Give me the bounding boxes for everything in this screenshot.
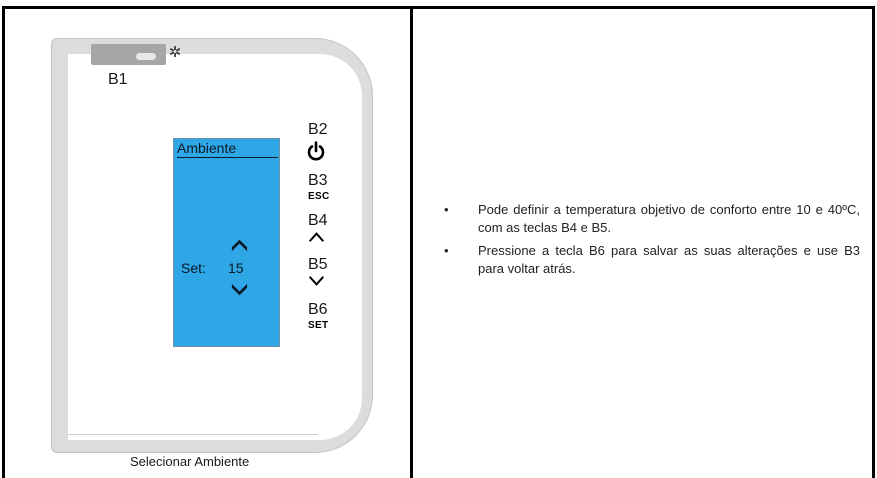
label-b1: B1	[108, 71, 128, 88]
esc-button[interactable]: ESC	[308, 191, 330, 202]
b1-indicator	[136, 53, 156, 60]
screen-title: Ambiente	[177, 140, 237, 156]
label-b3: B3	[308, 172, 328, 189]
set-label: Set:	[181, 260, 206, 276]
sun-icon: ✲	[168, 44, 182, 61]
right-border	[872, 6, 875, 478]
chevron-down-icon	[231, 283, 248, 296]
instruction-item: • Pode definir a temperatura objetivo de …	[440, 201, 860, 237]
bullet-icon: •	[444, 202, 449, 217]
thermostat-bottom-edge	[68, 434, 318, 435]
instruction-text: Pode definir a temperatura objetivo de c…	[478, 202, 860, 235]
instruction-list: • Pode definir a temperatura objetivo de …	[440, 201, 860, 283]
instruction-item: • Pressione a tecla B6 para salvar as sua…	[440, 242, 860, 278]
label-b2: B2	[308, 121, 328, 138]
set-button[interactable]: SET	[308, 320, 329, 331]
chevron-up-icon[interactable]	[308, 231, 325, 243]
figure-caption: Selecionar Ambiente	[130, 454, 250, 469]
label-b6: B6	[308, 301, 328, 318]
label-b4: B4	[308, 212, 328, 229]
set-value: 15	[228, 260, 244, 276]
label-b5: B5	[308, 256, 328, 273]
bullet-icon: •	[444, 243, 449, 258]
screen-title-underline	[177, 157, 278, 158]
instruction-text: Pressione a tecla B6 para salvar as suas…	[478, 243, 860, 276]
chevron-up-icon	[231, 239, 248, 252]
column-divider	[410, 6, 413, 478]
lcd-screen: Ambiente Set: 15	[173, 138, 280, 347]
chevron-down-icon[interactable]	[308, 275, 325, 287]
power-icon[interactable]	[306, 141, 326, 161]
top-border	[2, 6, 875, 9]
left-border	[2, 6, 5, 478]
